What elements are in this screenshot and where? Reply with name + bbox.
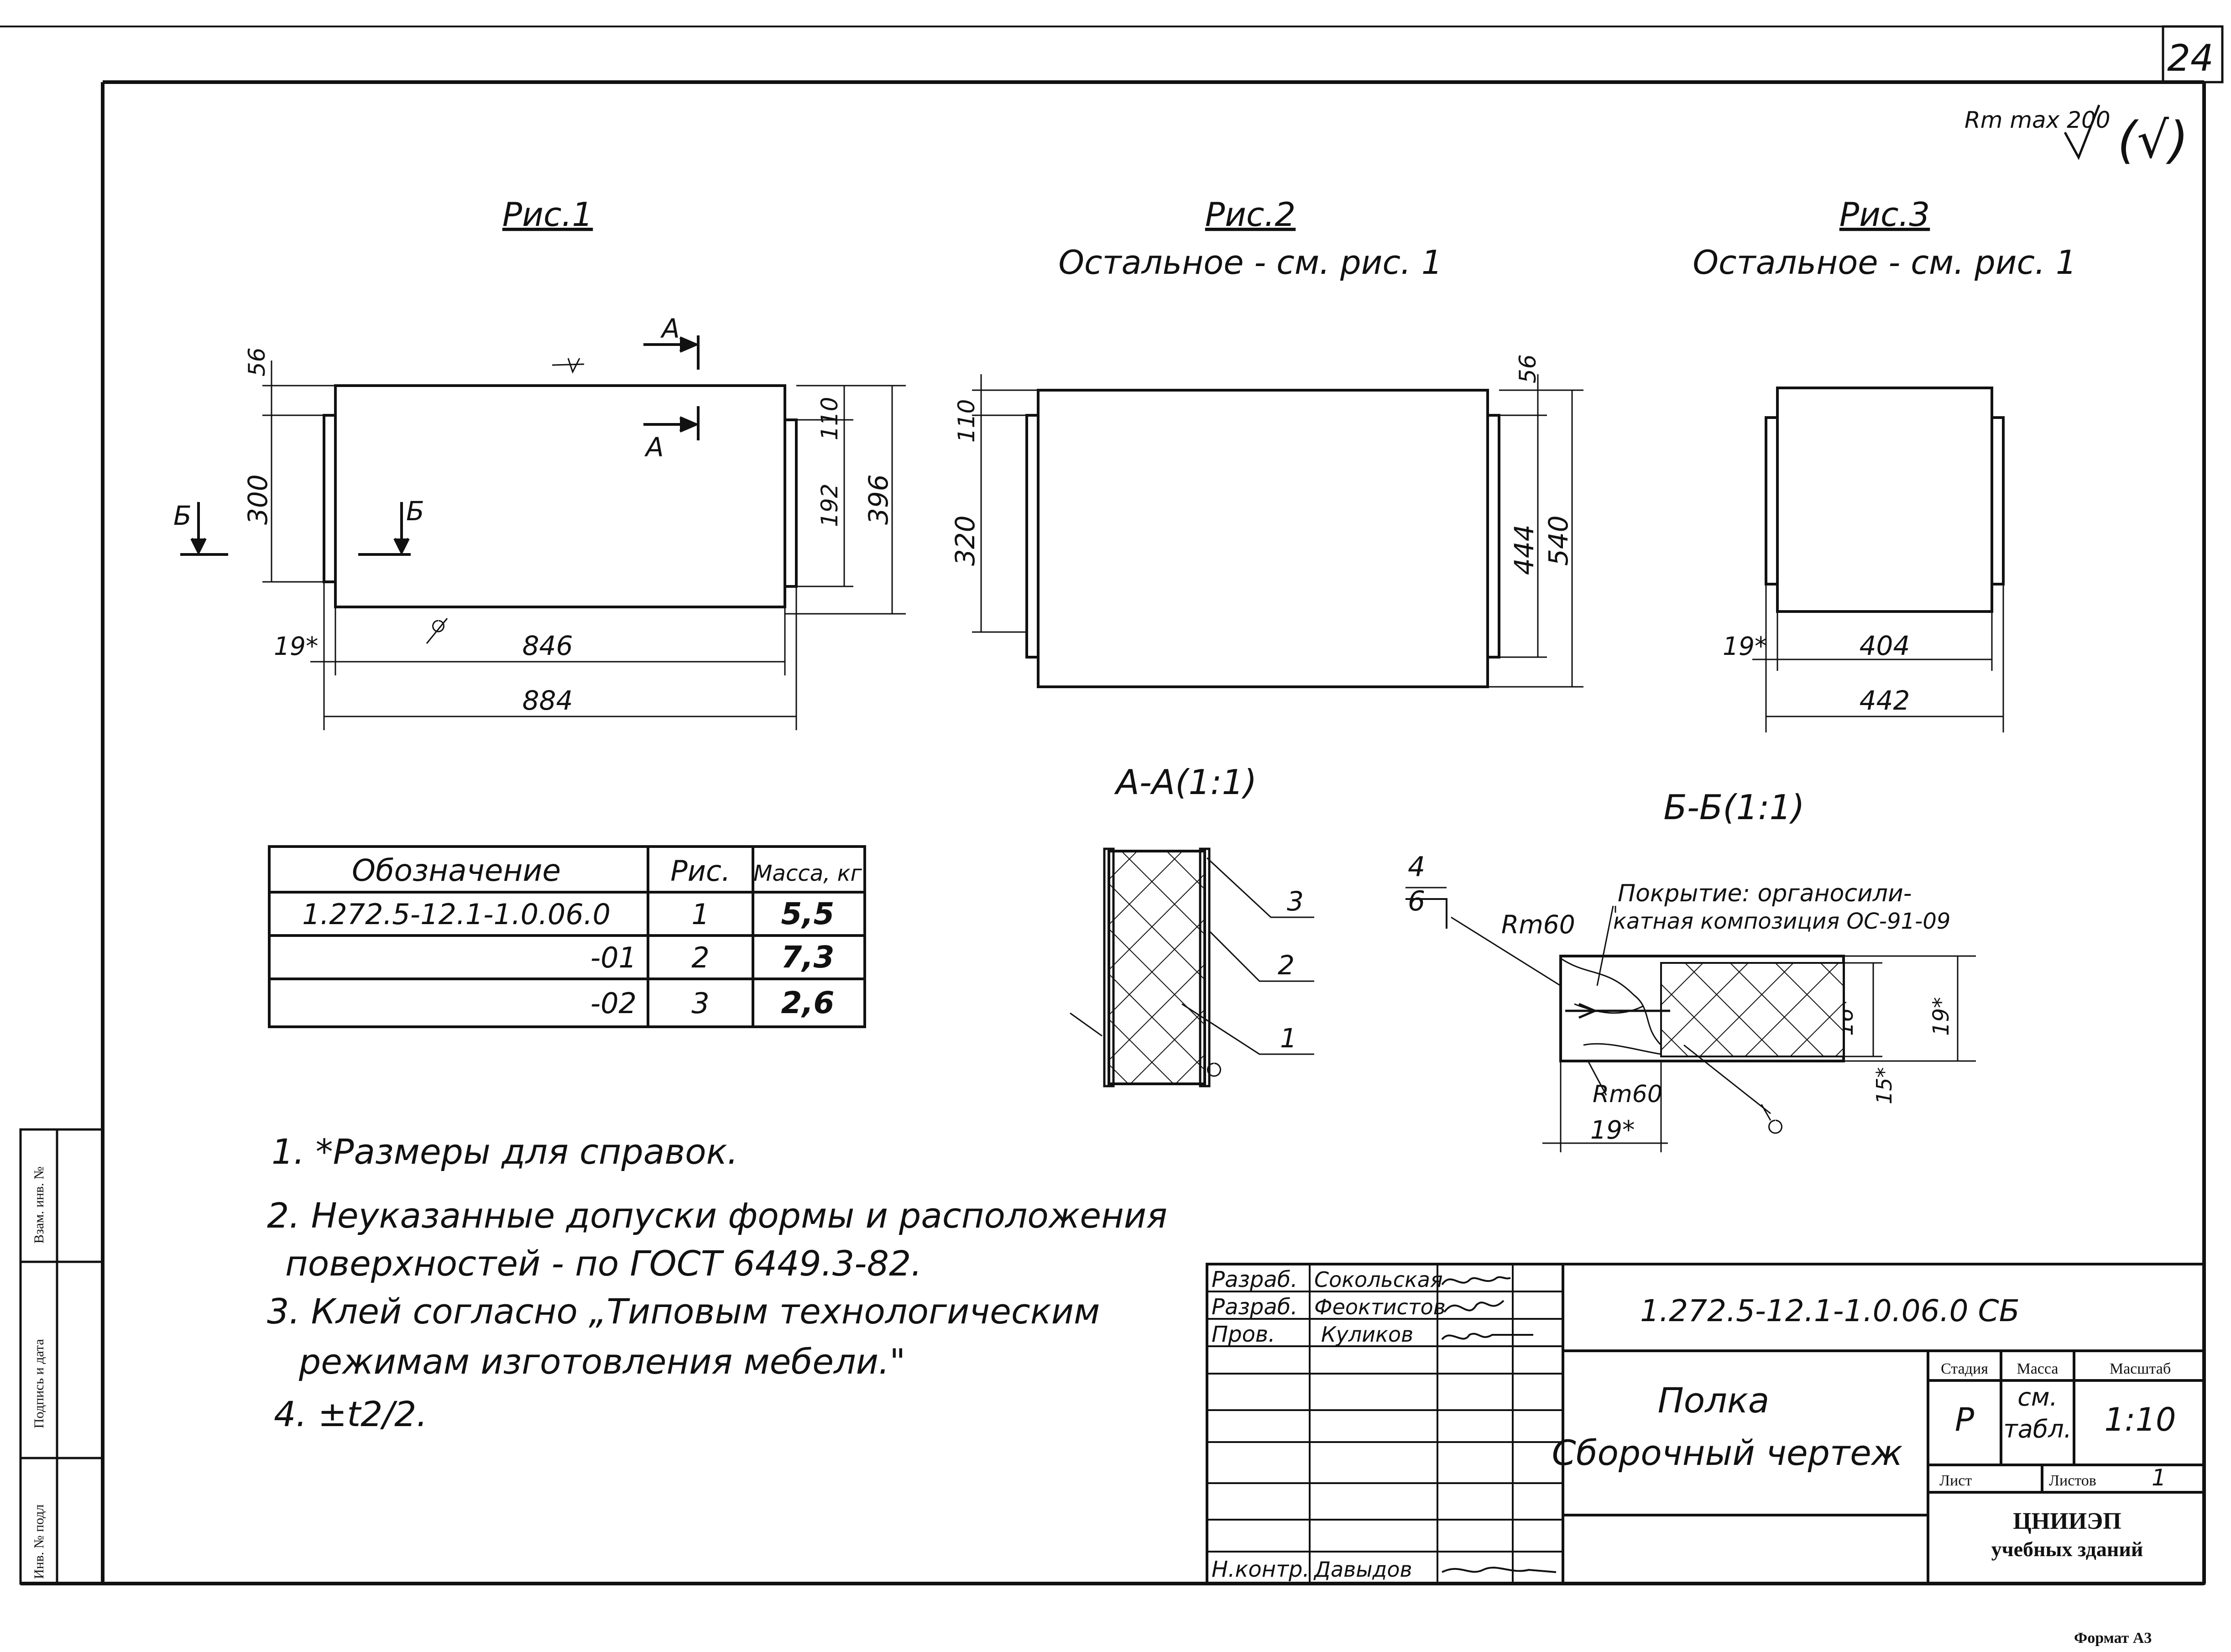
spec-row-1-figure: 1 — [691, 898, 709, 931]
spec-row-3-mass: 2,6 — [781, 985, 835, 1020]
note-2: 2. Неуказанные допуски формы и расположе… — [267, 1195, 1167, 1236]
fig1-dim-19: 19* — [274, 632, 319, 661]
section-mark-a-bottom: А — [644, 432, 664, 463]
title-stage-header: Стадия — [1941, 1360, 1988, 1377]
section-marks — [180, 335, 700, 556]
spec-row-2-mass: 7,3 — [781, 940, 835, 975]
fig2-dim-110: 110 — [953, 399, 980, 443]
fig1-dim-192: 192 — [816, 484, 843, 527]
section-a-callout-3: 3 — [1287, 886, 1304, 917]
title-name-1: Сокольская — [1314, 1267, 1443, 1292]
spec-row-3-designation: -02 — [590, 987, 637, 1020]
title-role-1: Разраб. — [1212, 1267, 1298, 1292]
fig3-note: Остальное - см. рис. 1 — [1693, 243, 2076, 282]
section-b-r-bottom: Rm60 — [1593, 1081, 1662, 1108]
section-b-callout-4: 4 — [1408, 851, 1425, 883]
fig2-dim-320: 320 — [950, 515, 981, 566]
fig3-dim-19: 19* — [1723, 632, 1767, 661]
spec-header-figure: Рис. — [670, 854, 730, 888]
fig2-dim-56: 56 — [1515, 354, 1541, 383]
fig2-dim-540: 540 — [1543, 515, 1574, 566]
section-mark-a-top: А — [660, 313, 680, 344]
spec-row-2-figure: 2 — [691, 941, 709, 974]
section-mark-b-right: Б — [406, 496, 424, 527]
title-mass-value-2: табл. — [2003, 1415, 2072, 1443]
fig2-dim-444: 444 — [1509, 524, 1540, 575]
title-role-8: Н.контр. — [1212, 1557, 1310, 1582]
note-3: 3. Клей согласно „Типовым технологически… — [267, 1291, 1100, 1332]
section-a-callout-1: 1 — [1280, 1023, 1297, 1054]
fig3-title: Рис.3 — [1839, 195, 1930, 234]
section-b-callout-6: 6 — [1408, 885, 1425, 917]
signatures — [1441, 1276, 1557, 1573]
section-a-view — [1070, 847, 1314, 1087]
format-label: Формат А3 — [2074, 1630, 2152, 1647]
title-role-3: Пров. — [1212, 1322, 1275, 1347]
section-b-title: Б-Б(1:1) — [1663, 787, 1804, 827]
roughness-symbol: (√) — [2117, 111, 2189, 169]
fig1-dim-56: 56 — [244, 347, 270, 376]
title-mass-header: Масса — [2017, 1360, 2058, 1377]
spec-table — [268, 845, 866, 1028]
fig1-view — [262, 358, 906, 730]
section-b-dim-19h: 19* — [1928, 997, 1954, 1036]
title-sheets-label: Листов — [2049, 1472, 2096, 1489]
strip-label-inventory: Инв. № подл — [31, 1505, 47, 1579]
section-b-coating-1: Покрытие: органосили- — [1618, 880, 1912, 907]
fig2-title: Рис.2 — [1205, 195, 1296, 234]
section-b-dim-15: 15* — [1872, 1067, 1897, 1104]
note-1: 1. *Размеры для справок. — [272, 1131, 738, 1172]
spec-header-mass: Масса, кг — [753, 861, 862, 886]
fig1-dim-110: 110 — [816, 397, 843, 440]
roughness-mark: Rm max 200 (√) — [1965, 105, 2189, 169]
note-3-continued: режимам изготовления мебели." — [298, 1341, 905, 1382]
strip-label-signature: Подпись и дата — [31, 1339, 47, 1428]
title-stage-value: Р — [1955, 1401, 1975, 1438]
fig1-dim-846: 846 — [522, 630, 573, 661]
fig2-view — [972, 374, 1583, 688]
fig1-title: Рис.1 — [502, 195, 593, 234]
section-b-view — [1405, 887, 1976, 1152]
title-name-line1: Полка — [1658, 1380, 1770, 1421]
fig3-view — [1752, 387, 2005, 732]
fig2-note: Остальное - см. рис. 1 — [1058, 243, 1442, 282]
title-org-line1: ЦНИИЭП — [2013, 1508, 2121, 1534]
title-name-3: Куликов — [1321, 1322, 1413, 1347]
spec-header-designation: Обозначение — [352, 853, 561, 888]
section-a-title: А-А(1:1) — [1114, 762, 1257, 802]
section-b-coating-2: катная композиция ОС-91-09 — [1613, 909, 1950, 934]
fig1-dim-300: 300 — [242, 474, 273, 525]
title-name-line2: Сборочный чертеж — [1552, 1432, 1903, 1473]
title-scale-header: Масштаб — [2110, 1360, 2171, 1377]
spec-row-3-figure: 3 — [691, 987, 709, 1020]
sheet-number: 24 — [2167, 37, 2214, 79]
title-block-grid — [1206, 1263, 2205, 1585]
section-a-callout-2: 2 — [1278, 950, 1295, 981]
title-mass-value-1: см. — [2017, 1383, 2058, 1412]
spec-row-1-designation: 1.272.5-12.1-1.0.06.0 — [302, 898, 611, 931]
title-scale-value: 1:10 — [2104, 1401, 2176, 1438]
strip-label-replace: Взам. инв. № — [31, 1166, 47, 1244]
title-role-2: Разраб. — [1212, 1294, 1298, 1320]
section-mark-b-left: Б — [173, 500, 192, 531]
section-b-dim-19: 19* — [1590, 1115, 1635, 1145]
spec-row-1-mass: 5,5 — [781, 896, 835, 931]
title-name-2: Феоктистов — [1314, 1295, 1446, 1319]
roughness-label: Rm max 200 — [1965, 107, 2111, 133]
note-2-continued: поверхностей - по ГОСТ 6449.3-82. — [285, 1243, 922, 1284]
title-org-line2: учебных зданий — [1991, 1537, 2143, 1561]
title-designation: 1.272.5-12.1-1.0.06.0 СБ — [1640, 1293, 2020, 1328]
note-4: 4. ±t2/2. — [274, 1394, 428, 1434]
fig3-dim-404: 404 — [1860, 630, 1910, 661]
fig1-dim-396: 396 — [863, 474, 894, 525]
fig3-dim-442: 442 — [1860, 685, 1910, 716]
fig1-dim-884: 884 — [522, 685, 573, 716]
spec-row-2-designation: -01 — [590, 941, 637, 974]
left-strip — [19, 1128, 104, 1585]
title-name-8: Давыдов — [1313, 1557, 1412, 1582]
section-b-r-top: Rm60 — [1501, 910, 1575, 939]
title-sheet-label: Лист — [1939, 1472, 1972, 1489]
title-sheets-value: 1 — [2152, 1464, 2166, 1491]
